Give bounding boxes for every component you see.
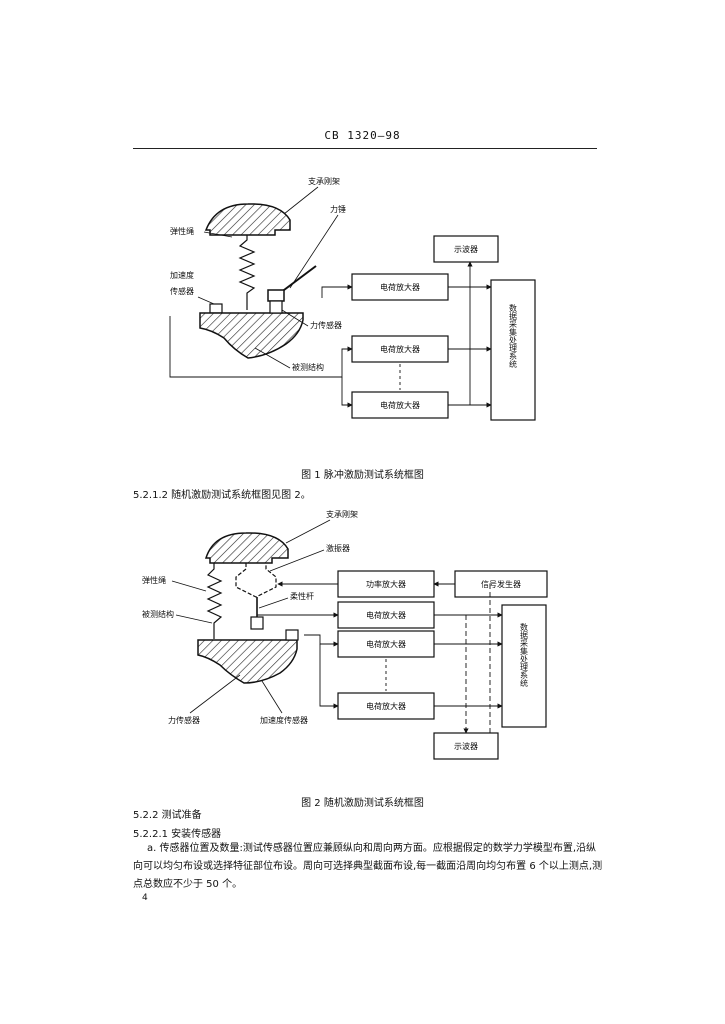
charge-amp-label-3: 电荷放大器 [380,400,420,410]
daq-system-label-1: 数据采集处理系统 [509,303,518,369]
page-number: 4 [142,893,148,903]
support-frame-label-2: 支承刚架 [326,509,358,519]
force-sensor-block [269,300,283,314]
charge-amp-box-3 [351,391,449,419]
charge-amp-box-1 [351,273,449,301]
daq-system-box-1 [490,279,536,421]
signal-generator-box [454,570,548,598]
accel-sensor-block [209,303,223,314]
elastic-cord-spring-2 [206,563,223,639]
section-5-2-1-2-text: 5.2.1.2 随机激励测试系统框图见图 2。 [133,490,311,501]
figure-2-caption: 图 2 随机激励测试系统框图 [301,798,424,809]
section-5-2-2-heading: 5.2.2 测试准备 [133,810,202,821]
support-frame-label: 支承刚架 [308,176,340,186]
header-rule [133,148,597,149]
power-amp-box [337,570,435,598]
section-5-2-2-1-heading: 5.2.2.1 安装传感器 [133,829,222,840]
power-amp-label: 功率放大器 [366,579,406,589]
charge-amp-label-2: 电荷放大器 [380,344,420,354]
test-structure-shape-2 [197,639,298,684]
charge-amp-label-2-3: 电荷放大器 [366,701,406,711]
test-structure-label-2: 被测结构 [142,609,174,619]
accel-sensor-label-2: 加速度传感器 [260,715,308,725]
force-hammer-head [267,289,285,302]
test-structure-label: 被测结构 [292,362,324,372]
support-frame-shape-2 [204,532,289,564]
daq-system-label-2: 数据采集处理系统 [520,622,529,688]
flexible-rod-label: 柔性杆 [290,591,314,601]
oscilloscope-label-1: 示波器 [454,244,478,254]
force-sensor-label: 力传感器 [310,320,342,330]
charge-amp-label-1: 电荷放大器 [380,282,420,292]
test-structure-shape [199,312,304,359]
support-frame-shape [204,203,291,236]
exciter-label: 激振器 [326,543,350,553]
accel-sensor-block-2 [285,629,299,641]
accel-sensor-label-line2: 传感器 [170,286,194,296]
force-hammer-label: 力锤 [330,204,346,214]
force-sensor-label-2: 力传感器 [168,715,200,725]
charge-amp-label-2-1: 电荷放大器 [366,610,406,620]
daq-system-box-2 [501,604,547,728]
elastic-cord-label: 弹性绳 [170,226,194,236]
oscilloscope-box-1 [433,235,499,263]
paragraph-a: a. 传感器位置及数量:测试传感器位置应兼顾纵向和周向两方面。应根据假定的数学力… [133,843,603,890]
page-header: CB 1320—98 [324,129,401,142]
charge-amp-label-2-2: 电荷放大器 [366,639,406,649]
accel-sensor-label-line1: 加速度 [170,270,194,280]
force-sensor-block-2 [250,616,264,630]
charge-amp-box-2 [351,335,449,363]
charge-amp-box-2-3 [337,692,435,720]
signal-generator-label: 信号发生器 [481,579,521,589]
figure-1-caption: 图 1 脉冲激励测试系统框图 [301,470,424,481]
figure-1-diagram: 支承刚架 弹性绳 力锤 加速度 传感器 力传感器 被测结构 示波器 电荷放大器 … [169,176,536,421]
force-hammer-handle [279,265,317,294]
figure-2-diagram: 支承刚架 激振器 柔性杆 弹性绳 被测结构 力传感器 加速度传感器 功率放大器 … [142,509,548,760]
elastic-cord-spring [238,235,256,310]
oscilloscope-label-2: 示波器 [454,741,478,751]
exciter-shape [235,563,277,598]
elastic-cord-label-2: 弹性绳 [142,575,166,585]
oscilloscope-box-2 [433,732,499,760]
